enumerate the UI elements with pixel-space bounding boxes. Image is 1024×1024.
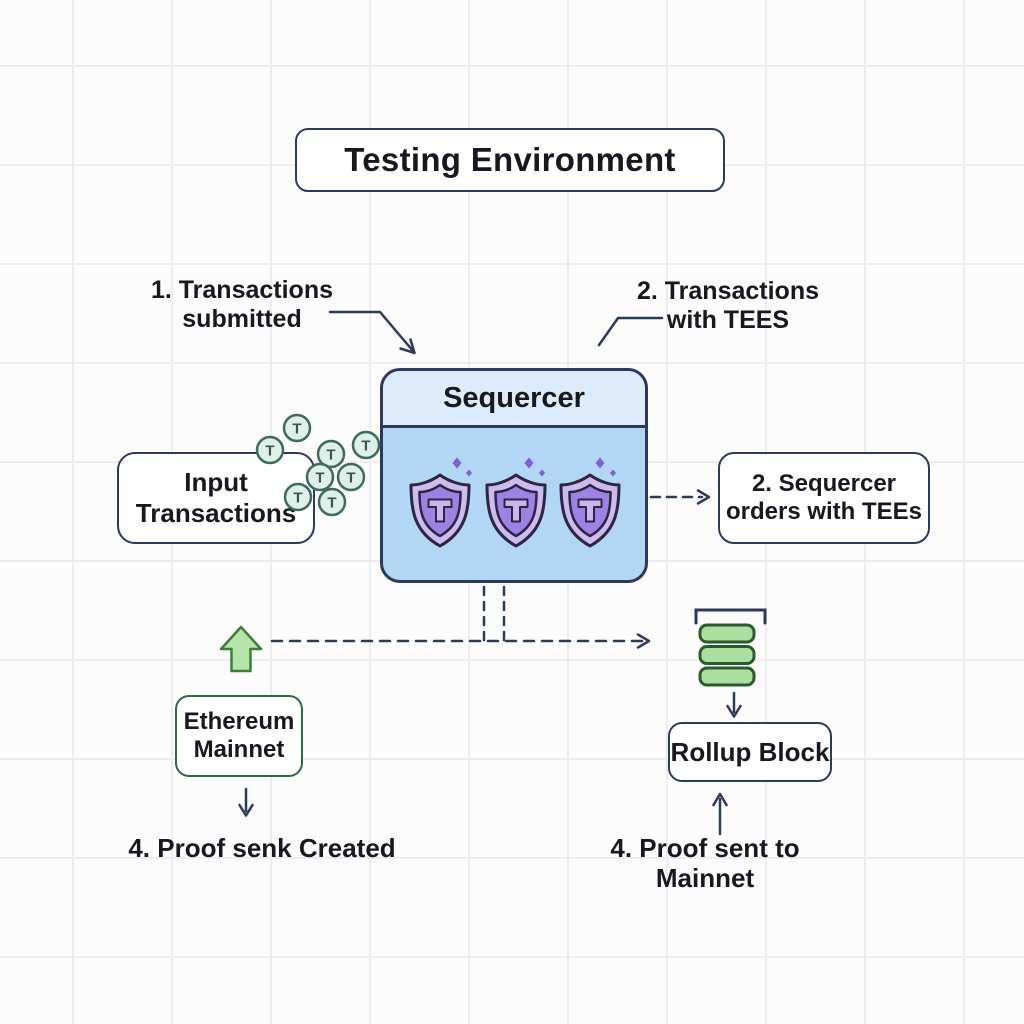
title-box: Testing Environment	[295, 128, 725, 192]
annotation-step2: 2. Transactions with TEES	[636, 277, 820, 334]
diagram-title: Testing Environment	[344, 140, 676, 178]
transaction-coin-icon: T	[282, 413, 312, 443]
transaction-coin-icon: T	[317, 487, 347, 517]
svg-text:T: T	[361, 438, 370, 455]
transaction-coin-icon: T	[316, 439, 346, 469]
arrow-proof-to-rollup	[712, 792, 728, 836]
svg-text:T: T	[327, 495, 336, 512]
transaction-coin-icon: T	[351, 430, 381, 460]
sequencer-title: Sequercer	[443, 381, 585, 414]
arrow-ethereum-to-proof	[238, 787, 254, 817]
svg-text:T: T	[346, 470, 355, 487]
input-transactions-label: Input Transactions	[135, 467, 297, 528]
sequencer-orders-node: 2. Sequercer orders with TEEs	[718, 452, 930, 544]
green-up-arrow-icon	[219, 625, 263, 673]
sequencer-orders-label: 2. Sequercer orders with TEEs	[725, 469, 923, 525]
ethereum-mainnet-node: Ethereum Mainnet	[175, 695, 303, 777]
ethereum-mainnet-label: Ethereum Mainnet	[183, 707, 295, 763]
transaction-coin-icon: T	[336, 462, 366, 492]
dashed-arrow-to-orders	[649, 489, 711, 505]
arrow-stack-to-rollup	[726, 691, 742, 718]
rollup-stack-icon	[694, 608, 767, 687]
rollup-block-label: Rollup Block	[670, 736, 830, 767]
sequencer-node: Sequercer	[380, 368, 648, 583]
annotation-step1: 1. Transactions submitted	[150, 276, 334, 333]
dashed-arrow-to-stack	[270, 633, 651, 649]
annotation-step4-left: 4. Proof senk Created	[128, 833, 396, 863]
svg-text:T: T	[292, 421, 301, 438]
svg-text:T: T	[315, 470, 324, 487]
rollup-block-node: Rollup Block	[668, 722, 832, 782]
dashed-drop-lines	[482, 585, 506, 642]
svg-text:T: T	[326, 447, 335, 464]
input-transactions-node: Input Transactions	[117, 452, 315, 544]
annotation-step4-right: 4. Proof sent to Mainnet	[610, 833, 800, 894]
sequencer-header: Sequercer	[383, 371, 645, 428]
